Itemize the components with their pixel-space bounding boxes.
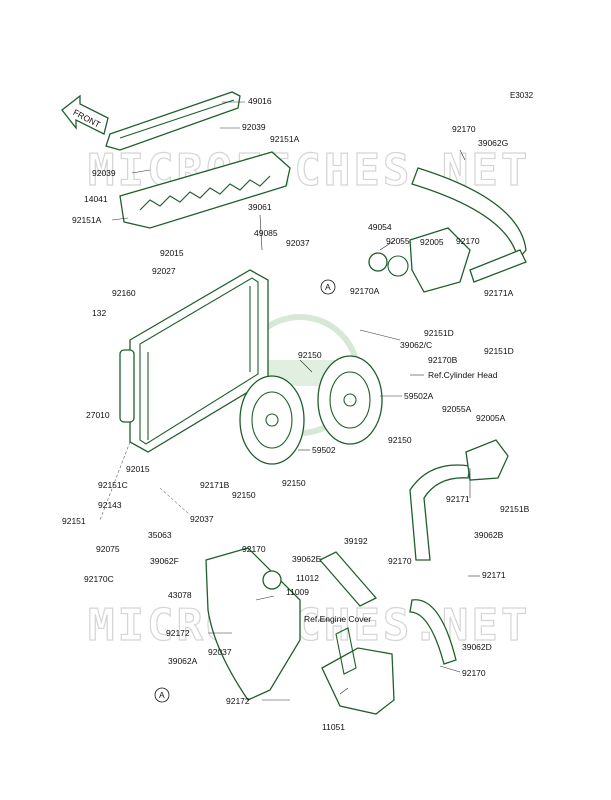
- part-label: 92151A: [72, 215, 102, 225]
- part-label: 92171: [446, 494, 470, 504]
- part-label: 92151D: [484, 346, 514, 356]
- part-label: 92039: [242, 122, 266, 132]
- part-label: 92170: [242, 544, 266, 554]
- thermostat-housing-part: [368, 227, 471, 293]
- callout-a-upper: A: [320, 279, 336, 295]
- part-label: 92172: [226, 696, 250, 706]
- part-label: 92160: [112, 288, 136, 298]
- part-label: 49085: [254, 228, 278, 238]
- part-labels: 49016 92039 92151A 92039 14041 92151A 39…: [62, 96, 530, 732]
- part-label: 27010: [86, 410, 110, 420]
- upper-shroud-part: [105, 91, 241, 151]
- part-label: 92039: [92, 168, 116, 178]
- part-label: 39062/C: [400, 340, 432, 350]
- part-label: 49054: [368, 222, 392, 232]
- part-label: 92037: [286, 238, 310, 248]
- reservoir-tank-part: [205, 547, 301, 701]
- part-label: 92027: [152, 266, 176, 276]
- part-label: 92151D: [424, 328, 454, 338]
- part-label: 92171: [482, 570, 506, 580]
- part-label: 92055A: [442, 404, 472, 414]
- part-label: 92170: [452, 124, 476, 134]
- part-label: 92172: [166, 628, 190, 638]
- part-label: Ref.Cylinder Head: [428, 370, 498, 380]
- part-label: 92150: [388, 435, 412, 445]
- part-label: 92150: [282, 478, 306, 488]
- part-label: 49016: [248, 96, 272, 106]
- part-label: 92170: [388, 556, 412, 566]
- part-label: 11012: [296, 573, 319, 583]
- part-label: 92171B: [200, 480, 230, 490]
- watermark-bottom: MICROFICHES.NET: [88, 600, 530, 651]
- leader-lines: [99, 101, 480, 701]
- heat-shield-part: [119, 151, 291, 229]
- svg-text:A: A: [325, 282, 331, 292]
- part-label: 92170C: [84, 574, 114, 584]
- part-label: 11009: [286, 587, 309, 597]
- part-label: 92143: [98, 500, 122, 510]
- fan-left-part: [239, 375, 305, 465]
- water-fitting-part: [465, 439, 509, 481]
- part-label: 92015: [126, 464, 150, 474]
- part-label: 39062G: [478, 138, 508, 148]
- part-label: 59502: [312, 445, 336, 455]
- front-arrow-icon: FRONT: [61, 94, 109, 135]
- radiator-part: [119, 269, 269, 453]
- part-label: 132: [92, 308, 106, 318]
- part-label: 92170A: [350, 286, 380, 296]
- part-label: Ref.Engine Cover: [304, 614, 371, 624]
- fan-right-part: [317, 355, 383, 445]
- part-label: 92075: [96, 544, 120, 554]
- part-label: 92151: [62, 516, 86, 526]
- part-label: 39062B: [474, 530, 504, 540]
- part-label: 92151B: [500, 504, 530, 514]
- part-label: 39062F: [150, 556, 179, 566]
- part-label: 92151C: [98, 480, 128, 490]
- part-label: 92170: [456, 236, 480, 246]
- part-label: 92151A: [270, 134, 300, 144]
- part-label: 59502A: [404, 391, 434, 401]
- engine-cover-bracket-part: [321, 627, 395, 715]
- part-label: 92015: [160, 248, 184, 258]
- part-label: 43078: [168, 590, 192, 600]
- part-label: 92005: [420, 237, 444, 247]
- part-label: 92037: [208, 647, 232, 657]
- part-label: 92037: [190, 514, 214, 524]
- part-label: 39192: [344, 536, 368, 546]
- part-label: 39062D: [462, 642, 492, 652]
- part-label: 92005A: [476, 413, 506, 423]
- part-label: 92171A: [484, 288, 514, 298]
- part-label: 92150: [232, 490, 256, 500]
- part-label: 35063: [148, 530, 172, 540]
- part-label: 92055: [386, 236, 410, 246]
- part-label: 92170: [462, 668, 486, 678]
- pipe-39192-part: [318, 551, 378, 607]
- part-label: 11051: [322, 722, 345, 732]
- part-label: 39062E: [292, 554, 322, 564]
- part-label: 39061: [248, 202, 272, 212]
- part-label: 92170B: [428, 355, 458, 365]
- diagram-code: E3032: [510, 91, 534, 100]
- part-label: 92150: [298, 350, 322, 360]
- svg-text:A: A: [159, 690, 165, 700]
- lower-hose-part: [409, 464, 471, 665]
- part-label: 14041: [84, 194, 108, 204]
- callout-a-lower: A: [154, 687, 170, 703]
- upper-hose-part: [411, 167, 527, 283]
- part-label: 39062A: [168, 656, 198, 666]
